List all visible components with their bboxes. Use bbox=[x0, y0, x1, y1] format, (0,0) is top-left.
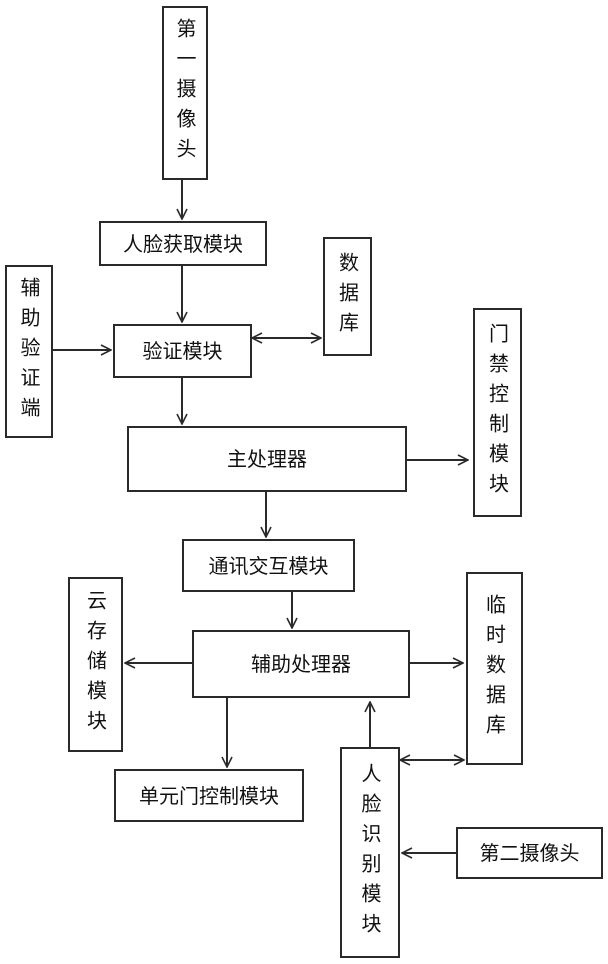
face-capture-module: 人脸获取模块 bbox=[99, 221, 267, 266]
face-recognition-module: 人脸识别模块 bbox=[340, 747, 400, 958]
database-box: 数据库 bbox=[323, 237, 372, 356]
unit-door-control-module: 单元门控制模块 bbox=[114, 769, 304, 822]
access-control-module: 门禁控制模块 bbox=[473, 308, 522, 517]
aux-verify-terminal: 辅助验证端 bbox=[5, 265, 53, 438]
temp-database: 临时数据库 bbox=[466, 572, 523, 765]
camera1-box: 第一摄像头 bbox=[162, 6, 208, 180]
aux-processor: 辅助处理器 bbox=[192, 630, 410, 698]
cloud-storage-module: 云存储模块 bbox=[68, 577, 123, 752]
main-processor: 主处理器 bbox=[127, 426, 407, 492]
camera2-box: 第二摄像头 bbox=[456, 827, 603, 879]
comm-interaction-module: 通讯交互模块 bbox=[182, 539, 355, 592]
verify-module: 验证模块 bbox=[113, 324, 252, 378]
